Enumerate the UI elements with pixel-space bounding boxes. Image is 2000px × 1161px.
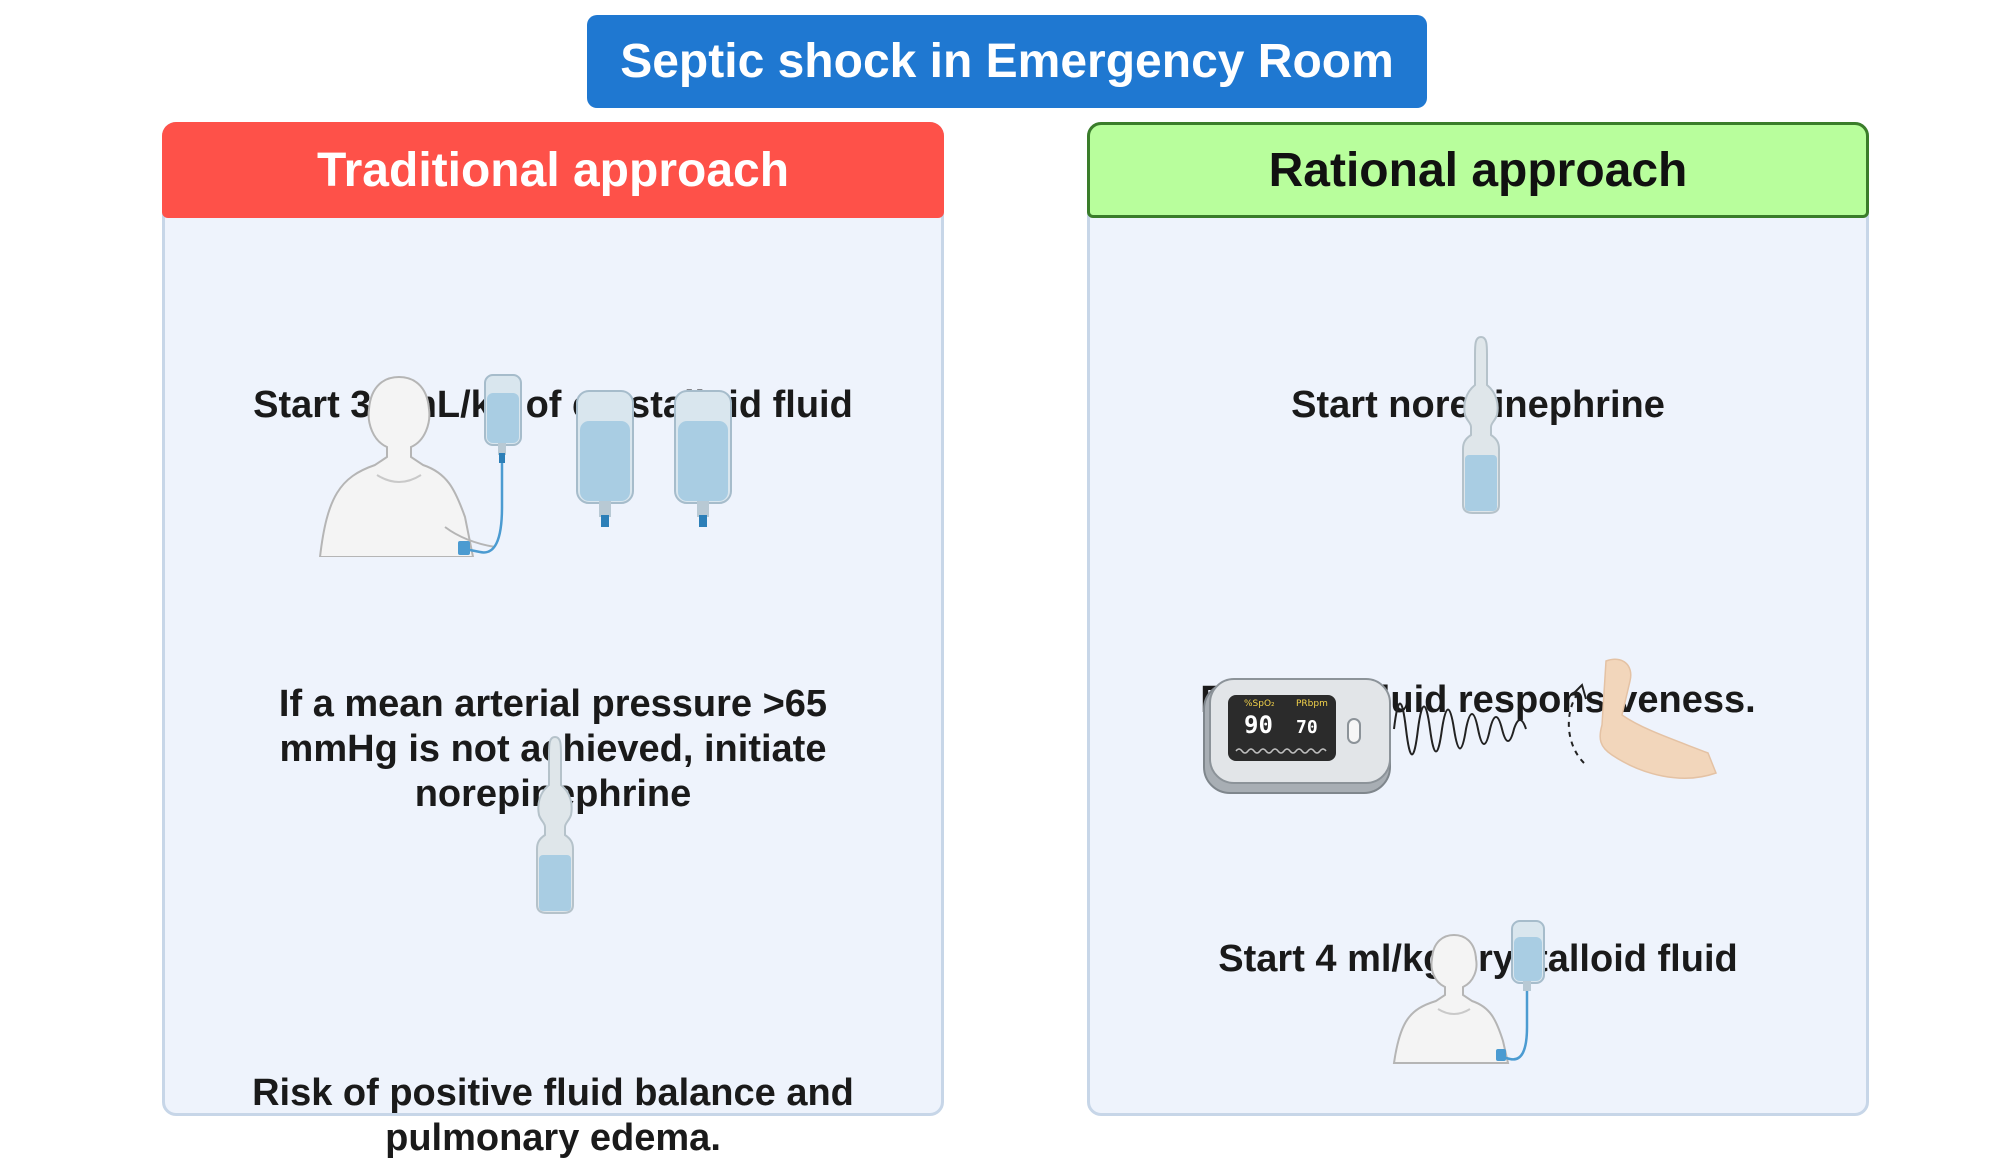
traditional-step-1: Start 30 mL/kg of crystalloid fluid <box>253 384 853 426</box>
rational-approach-header: Rational approach <box>1087 122 1869 218</box>
diagram-title: Septic shock in Emergency Room <box>587 15 1427 108</box>
traditional-step-2: If a mean arterial pressure >65 mmHg is … <box>165 682 941 817</box>
pr-label: PRbpm <box>1296 699 1328 709</box>
rational-step-3: Start 4 ml/kg crystalloid fluid <box>1218 938 1738 980</box>
rational-approach-panel: Rational approach Start norepinephrine E… <box>1087 122 1869 1116</box>
patient-iv-icon <box>1392 920 1545 1064</box>
traditional-approach-header: Traditional approach <box>162 122 944 218</box>
ampoule-icon <box>536 735 574 914</box>
pulse-oximeter-icon <box>1203 658 1717 794</box>
traditional-step-3: Risk of positive fluid balance and pulmo… <box>165 1071 941 1161</box>
traditional-step-3-line-1: Risk of positive fluid balance and <box>252 1072 854 1114</box>
spo2-value: 90 <box>1244 711 1273 739</box>
patient-iv-bags-icon <box>318 374 732 557</box>
pr-value: 70 <box>1296 717 1318 738</box>
traditional-step-2-line-1: If a mean arterial pressure >65 <box>278 683 828 725</box>
traditional-approach-panel: Traditional approach Start 30 mL/kg of c… <box>162 122 944 1159</box>
ampoule-icon <box>1462 335 1500 514</box>
pulse-oximeter: %SpO₂ PRbpm 90 70 <box>1202 655 1722 795</box>
spo2-label: %SpO₂ <box>1244 699 1275 709</box>
traditional-step-3-line-2: pulmonary edema. <box>385 1117 721 1159</box>
